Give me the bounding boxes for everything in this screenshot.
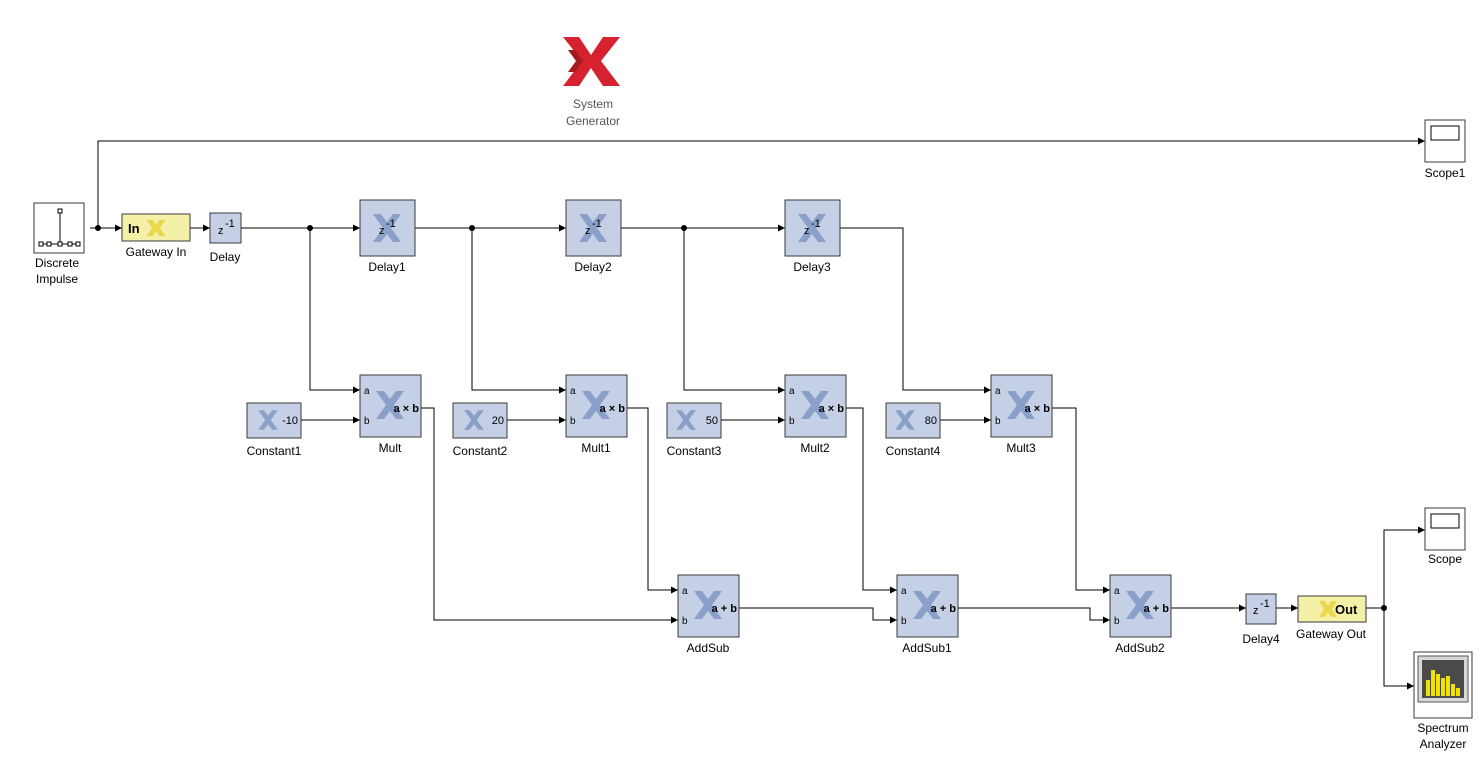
delay1-z: z xyxy=(379,225,385,237)
discrete-impulse-label-2: Impulse xyxy=(36,272,78,286)
mult1-port-a: a xyxy=(570,386,576,397)
scope-label: Scope xyxy=(1428,552,1462,566)
delay-block[interactable]: z -1 Delay xyxy=(209,212,242,264)
addsub2-op: a + b xyxy=(1144,603,1170,615)
constant4-label: Constant4 xyxy=(886,444,941,458)
delay3-label: Delay3 xyxy=(793,260,831,274)
mult1-port-b: b xyxy=(570,416,576,427)
delay3-block[interactable]: z -1 Delay3 xyxy=(784,199,841,274)
addsub-port-a: a xyxy=(682,586,688,597)
delay2-z-exp: -1 xyxy=(592,218,602,230)
mult2-label: Mult2 xyxy=(800,441,830,455)
addsub-label: AddSub xyxy=(687,641,730,655)
constant2-value: 20 xyxy=(492,415,504,427)
gateway-in-block[interactable]: In Gateway In xyxy=(121,213,191,259)
delay4-z: z xyxy=(1253,605,1259,617)
constant1-label: Constant1 xyxy=(247,444,302,458)
constant2-block[interactable]: 20 Constant2 xyxy=(452,402,508,458)
mult1-op: a × b xyxy=(600,403,626,415)
delay1-z-exp: -1 xyxy=(386,218,396,230)
branch-points xyxy=(95,225,1387,611)
spectrum-analyzer-label-1: Spectrum xyxy=(1417,721,1468,735)
constant2-label: Constant2 xyxy=(453,444,508,458)
addsub-op: a + b xyxy=(712,603,738,615)
mult1-block[interactable]: a b a × b Mult1 xyxy=(565,374,628,455)
discrete-impulse-label-1: Discrete xyxy=(35,256,79,270)
gateway-in-text: In xyxy=(128,221,140,236)
mult3-block[interactable]: a b a × b Mult3 xyxy=(990,374,1053,455)
addsub2-label: AddSub2 xyxy=(1115,641,1165,655)
delay3-z: z xyxy=(804,225,810,237)
logo-line1: System xyxy=(573,97,613,111)
gateway-out-text: Out xyxy=(1335,602,1358,617)
mult-op: a × b xyxy=(394,403,420,415)
mult2-block[interactable]: a b a × b Mult2 xyxy=(784,374,847,455)
scope-screen-icon xyxy=(1430,125,1460,141)
addsub2-port-b: b xyxy=(1114,616,1120,627)
addsub2-block[interactable]: a b a + b AddSub2 xyxy=(1109,574,1172,655)
mult-label: Mult xyxy=(379,441,402,455)
mult2-port-a: a xyxy=(789,386,795,397)
mult3-op: a × b xyxy=(1025,403,1051,415)
constant3-label: Constant3 xyxy=(667,444,722,458)
scope-block[interactable]: Scope xyxy=(1424,507,1466,566)
addsub1-port-a: a xyxy=(901,586,907,597)
delay3-z-exp: -1 xyxy=(811,218,821,230)
gateway-out-label: Gateway Out xyxy=(1296,627,1367,641)
delay2-z: z xyxy=(585,225,591,237)
xilinx-mini-icon xyxy=(147,220,165,236)
xilinx-logo-icon xyxy=(563,37,620,86)
addsub1-label: AddSub1 xyxy=(902,641,952,655)
mult3-port-a: a xyxy=(995,386,1001,397)
mult-port-b: b xyxy=(364,416,370,427)
constant4-value: 80 xyxy=(925,415,937,427)
gateway-in-label: Gateway In xyxy=(126,245,187,259)
mult2-op: a × b xyxy=(819,403,845,415)
logo-line2: Generator xyxy=(566,114,620,128)
delay4-block[interactable]: z -1 Delay4 xyxy=(1242,593,1280,646)
constant1-block[interactable]: -10 Constant1 xyxy=(246,402,302,458)
spectrum-analyzer-block[interactable]: Spectrum Analyzer xyxy=(1413,651,1473,751)
delay2-block[interactable]: z -1 Delay2 xyxy=(565,199,622,274)
mult3-label: Mult3 xyxy=(1006,441,1036,455)
constant3-block[interactable]: 50 Constant3 xyxy=(666,402,722,458)
constant1-value: -10 xyxy=(282,415,298,427)
impulse-icon xyxy=(38,208,81,247)
mult1-label: Mult1 xyxy=(581,441,611,455)
addsub-port-b: b xyxy=(682,616,688,627)
mult2-port-b: b xyxy=(789,416,795,427)
constant3-value: 50 xyxy=(706,415,718,427)
addsub1-port-b: b xyxy=(901,616,907,627)
addsub-block[interactable]: a b a + b AddSub xyxy=(677,574,740,655)
addsub2-port-a: a xyxy=(1114,586,1120,597)
delay-label: Delay xyxy=(210,250,241,264)
scope1-label: Scope1 xyxy=(1425,166,1466,180)
delay4-label: Delay4 xyxy=(1242,632,1280,646)
spectrum-bars-icon xyxy=(1422,660,1464,698)
xilinx-mini-icon xyxy=(1319,601,1337,617)
delay2-label: Delay2 xyxy=(574,260,612,274)
scope-screen-icon xyxy=(1430,513,1460,529)
spectrum-analyzer-label-2: Analyzer xyxy=(1420,737,1467,751)
constant4-block[interactable]: 80 Constant4 xyxy=(885,402,941,458)
delay1-label: Delay1 xyxy=(368,260,406,274)
addsub1-op: a + b xyxy=(931,603,957,615)
addsub1-block[interactable]: a b a + b AddSub1 xyxy=(896,574,959,655)
mult3-port-b: b xyxy=(995,416,1001,427)
mult-port-a: a xyxy=(364,386,370,397)
gateway-out-block[interactable]: Out Gateway Out xyxy=(1296,595,1367,641)
delay1-block[interactable]: z -1 Delay1 xyxy=(359,199,416,274)
delay-z-exp: -1 xyxy=(225,218,235,230)
system-generator-logo[interactable]: System Generator xyxy=(563,37,620,128)
delay4-z-exp: -1 xyxy=(1260,598,1270,610)
discrete-impulse-block[interactable]: Discrete Impulse xyxy=(33,202,85,286)
delay-z: z xyxy=(218,225,224,237)
scope1-block[interactable]: Scope1 xyxy=(1424,119,1466,180)
mult-block[interactable]: a b a × b Mult xyxy=(359,374,422,455)
